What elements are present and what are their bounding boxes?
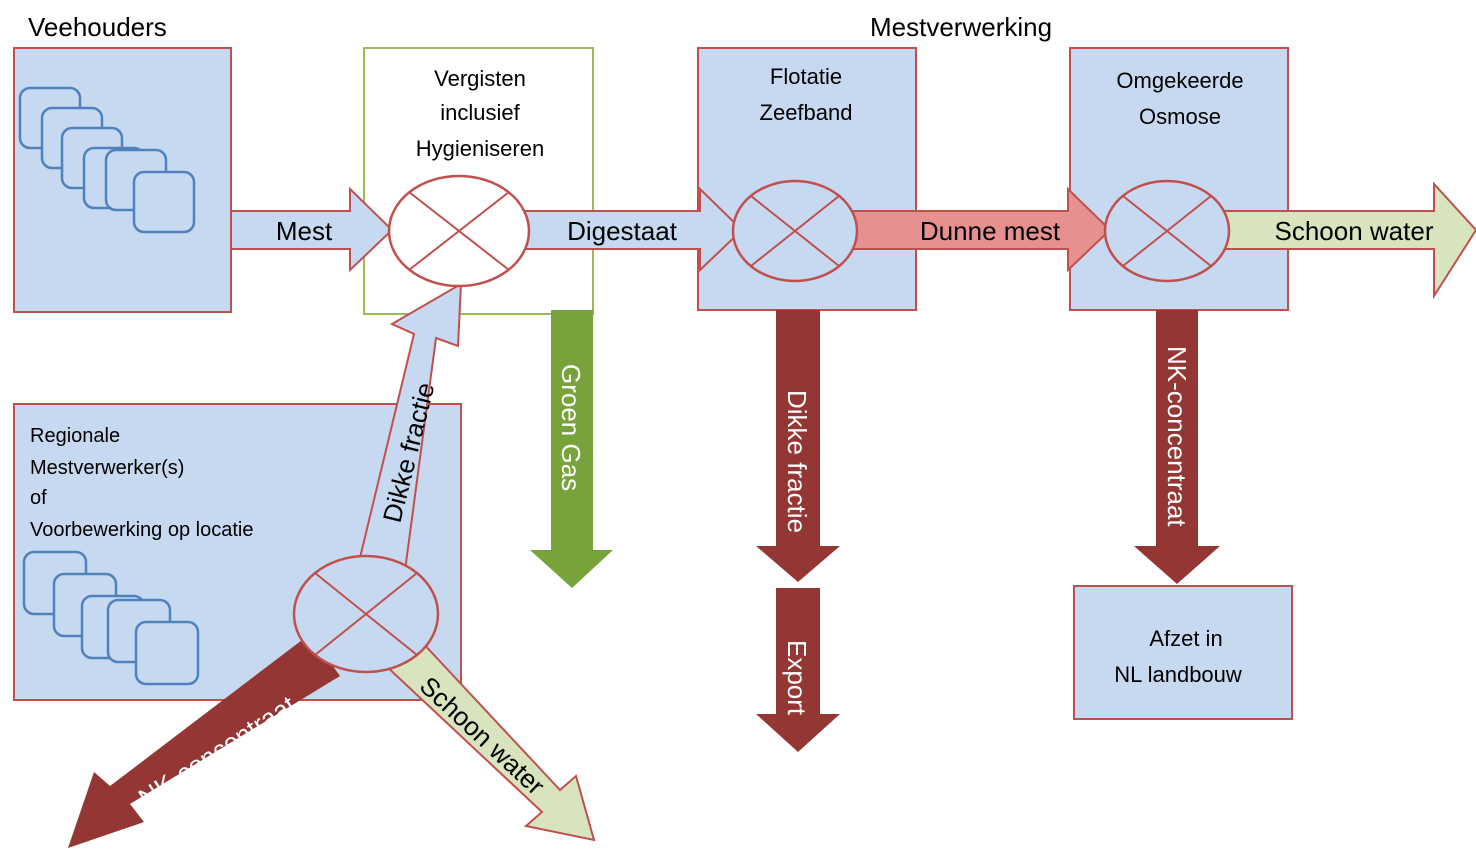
flotatie-node — [731, 179, 859, 283]
schoon-water-bottom-label: Schoon water — [414, 670, 551, 801]
dunne-mest-arrow: Dunne mest — [851, 186, 1112, 273]
mest-label: Mest — [276, 216, 333, 246]
regional-stack-icon — [22, 550, 200, 686]
regionale-label: Regionale Mestverwerker(s) of Voorbewerk… — [30, 425, 253, 541]
svg-text:Afzet in: Afzet in — [1149, 626, 1222, 651]
svg-text:Vergisten: Vergisten — [434, 66, 526, 91]
svg-text:inclusief: inclusief — [440, 100, 520, 125]
afzet-box — [1073, 585, 1293, 720]
farm-stack-icon — [18, 86, 196, 234]
svg-text:Zeefband: Zeefband — [760, 100, 853, 125]
nk-concentraat-down-arrow: NK-concentraat — [1134, 310, 1220, 584]
svg-text:Regionale: Regionale — [30, 425, 120, 447]
vergisten-label: Vergisten inclusief Hygieniseren — [416, 66, 544, 161]
flotatie-box — [697, 47, 917, 311]
header-mestverwerking: Mestverwerking — [870, 12, 1052, 42]
omgekeerde-osmose-label: Omgekeerde Osmose — [1116, 68, 1243, 129]
schoon-water-top-label: Schoon water — [1275, 216, 1434, 246]
osmose-node — [1103, 179, 1231, 283]
svg-text:NL landbouw: NL landbouw — [1114, 662, 1242, 687]
schoon-water-bottom-arrow: Schoon water — [382, 638, 596, 842]
svg-text:Mestverwerker(s): Mestverwerker(s) — [30, 457, 184, 479]
svg-text:Flotatie: Flotatie — [770, 64, 842, 89]
dunne-mest-label: Dunne mest — [920, 216, 1061, 246]
export-arrow: Export — [756, 588, 840, 752]
groen-gas-label: Groen Gas — [556, 364, 586, 491]
header-veehouders: Veehouders — [28, 12, 167, 42]
nk-concentraat-top-label: NK-concentraat — [1162, 346, 1192, 527]
svg-text:of: of — [30, 487, 47, 509]
digestaat-label: Digestaat — [567, 216, 678, 246]
dikke-fractie-down-arrow: Dikke fractie — [756, 310, 840, 582]
mest-arrow: Mest — [230, 186, 394, 273]
export-label: Export — [782, 640, 812, 716]
groen-gas-arrow: Groen Gas — [530, 310, 613, 588]
schoon-water-top-arrow: Schoon water — [1195, 181, 1476, 300]
afzet-label: Afzet in NL landbouw — [1114, 626, 1242, 687]
regional-node — [292, 554, 440, 674]
flotatie-label: Flotatie Zeefband — [760, 64, 853, 125]
svg-text:Osmose: Osmose — [1139, 104, 1221, 129]
digestaat-arrow: Digestaat — [517, 186, 744, 273]
svg-text:Hygieniseren: Hygieniseren — [416, 136, 544, 161]
vergisten-node — [387, 174, 531, 288]
svg-text:Omgekeerde: Omgekeerde — [1116, 68, 1243, 93]
dikke-fractie-down-label: Dikke fractie — [782, 390, 812, 533]
svg-text:Voorbewerking op locatie: Voorbewerking op locatie — [30, 519, 253, 541]
